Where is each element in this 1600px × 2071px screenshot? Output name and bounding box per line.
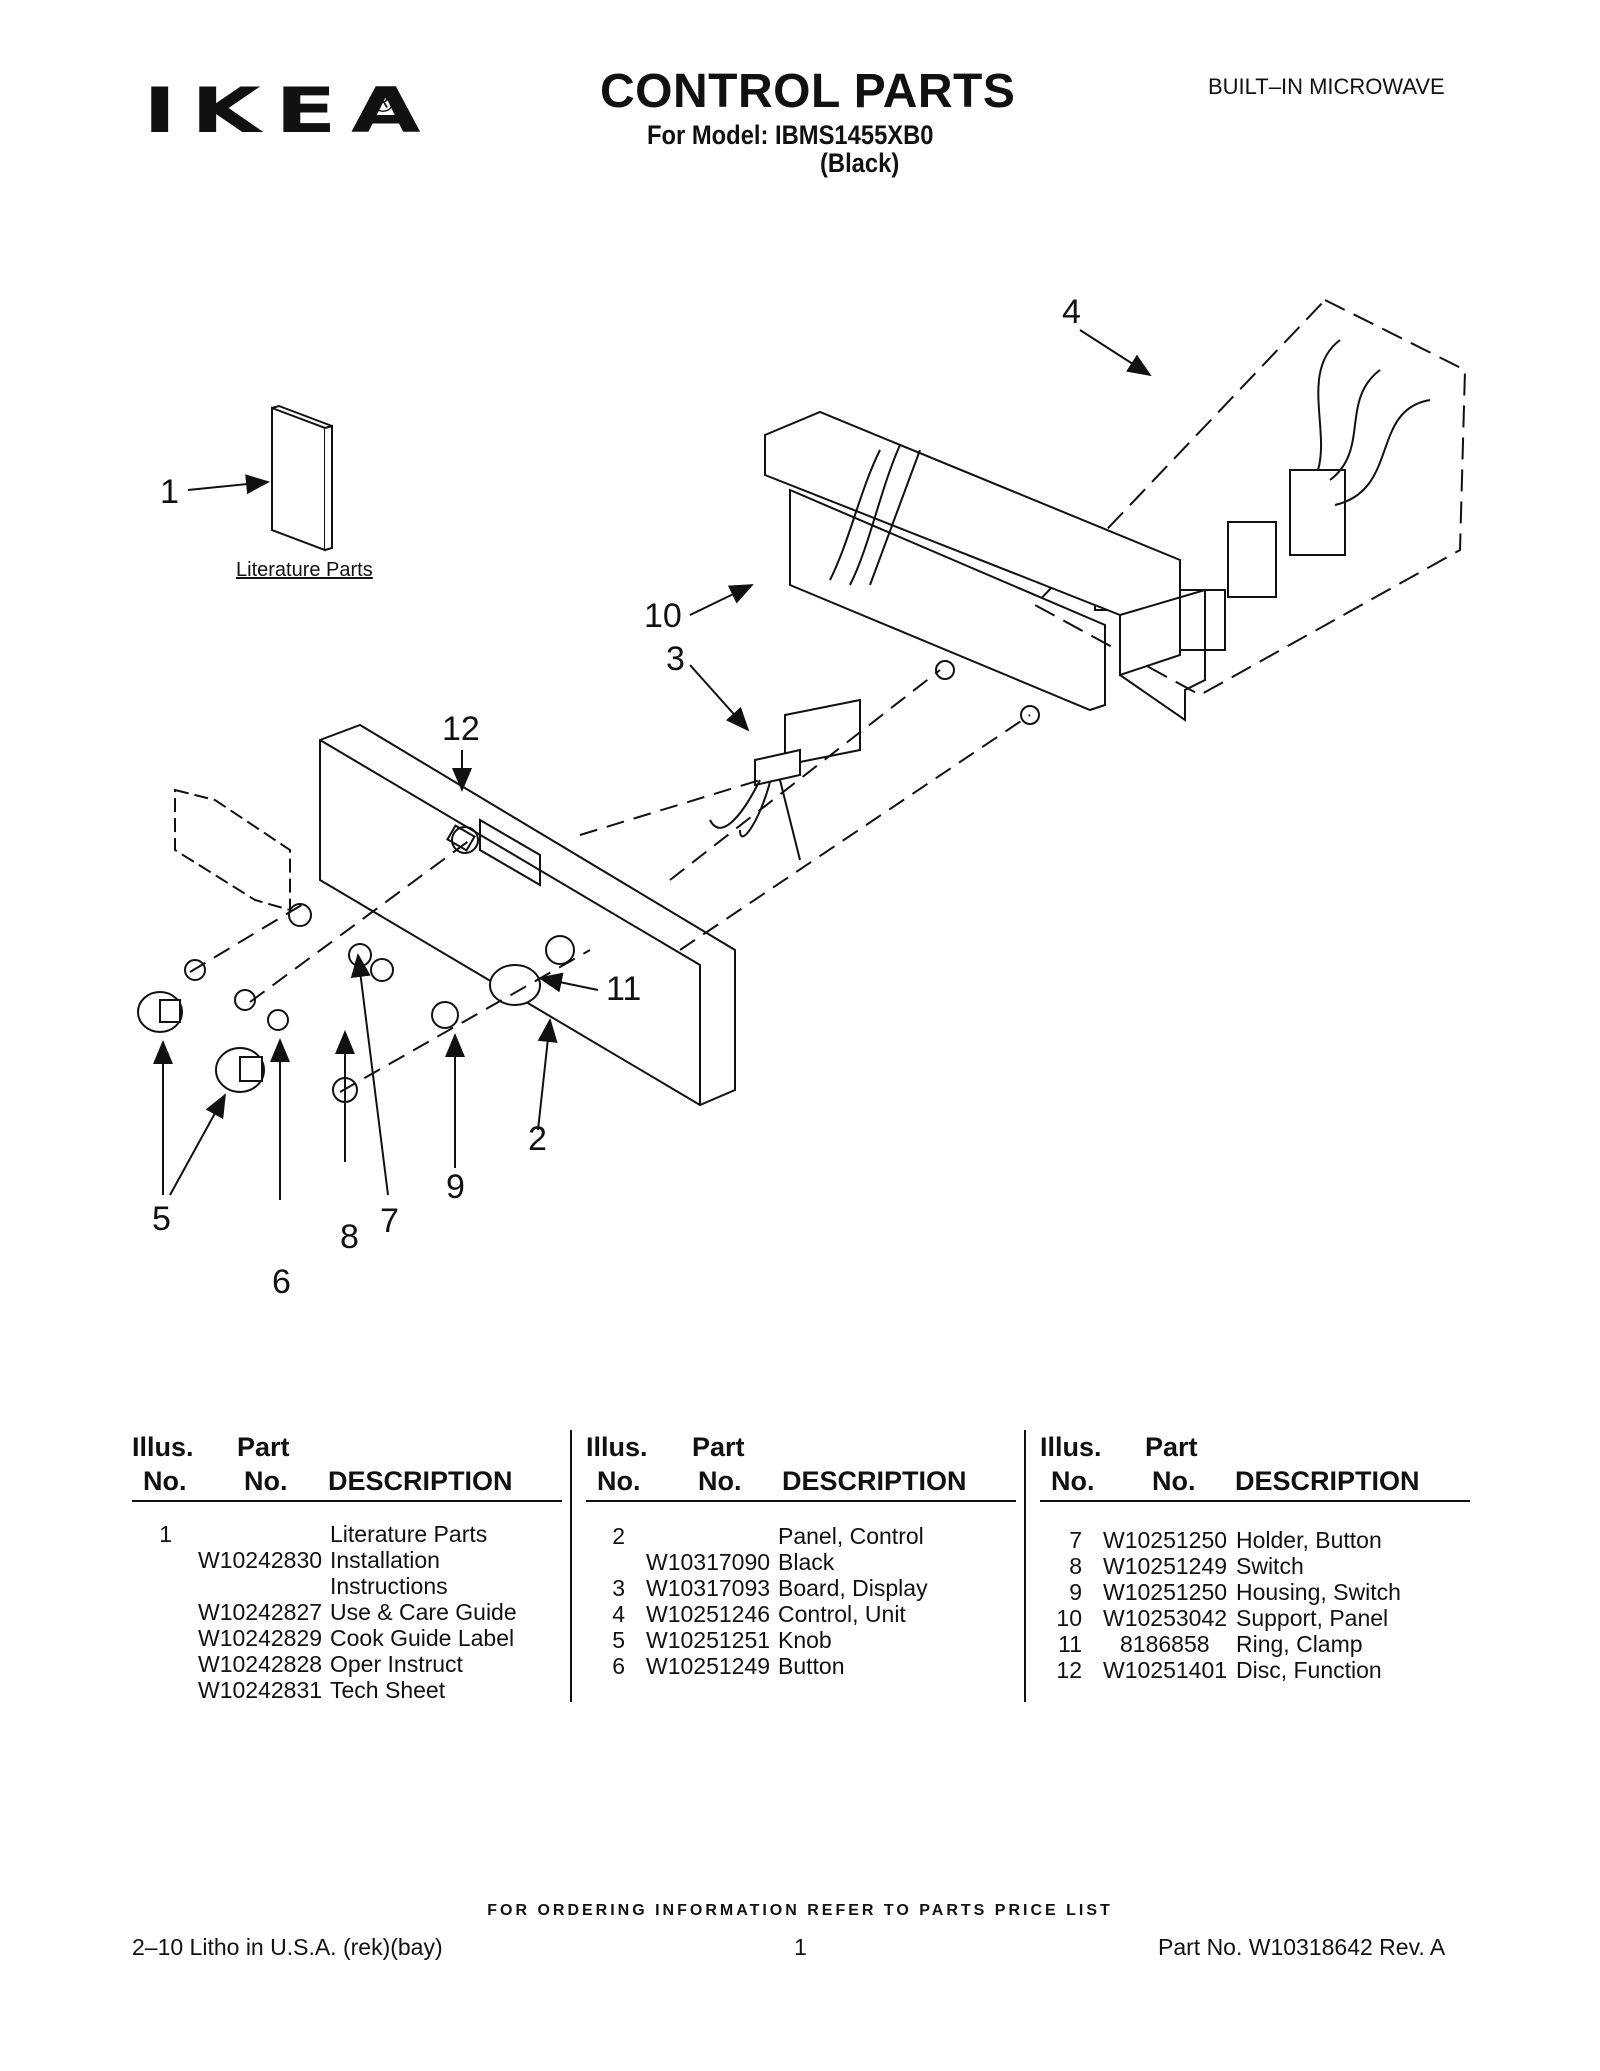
registered-mark: ®	[372, 86, 395, 119]
housing-9	[431, 1001, 459, 1029]
col1-description-header: DESCRIPTION	[328, 1466, 513, 1496]
exploded-parts-diagram: Literature Parts	[137, 293, 1467, 1301]
col3-description-header: DESCRIPTION	[1235, 1466, 1420, 1496]
callout-10: 10	[644, 597, 682, 635]
page-number: 1	[794, 1934, 807, 1960]
callout-1: 1	[160, 473, 179, 511]
col2-illus-header-2: No.	[597, 1466, 641, 1496]
col3-part-header-2: No.	[1152, 1466, 1196, 1496]
callout-12: 12	[442, 710, 480, 748]
callout-arrows	[153, 329, 1152, 1200]
model-line: For Model: IBMS1455XB0	[647, 120, 934, 150]
support-hole-a	[935, 660, 955, 680]
ordering-note: FOR ORDERING INFORMATION REFER TO PARTS …	[487, 1902, 1113, 1919]
display-board	[709, 698, 861, 861]
document-part-number: Part No. W10318642 Rev. A	[1158, 1934, 1446, 1960]
col2-description-header: DESCRIPTION	[782, 1466, 967, 1496]
callout-numbers: 1 2 3 4 5 6 7 8 9 10 11 12	[152, 293, 1081, 1301]
color-line: (Black)	[820, 148, 900, 178]
callout-9: 9	[446, 1168, 465, 1206]
callout-11: 11	[606, 970, 641, 1008]
col3-header-rule	[1040, 1500, 1470, 1502]
col2-illus-header-1: Illus.	[586, 1432, 648, 1462]
col3-illus-header-1: Illus.	[1040, 1432, 1102, 1462]
col1-part-header-2: No.	[244, 1466, 288, 1496]
knob-5b	[215, 1047, 265, 1093]
col1-illus-header-2: No.	[143, 1466, 187, 1496]
col2-part-header-2: No.	[698, 1466, 742, 1496]
literature-parts-label: Literature Parts	[236, 559, 373, 581]
holder-7a	[288, 903, 312, 927]
literature-booklet	[271, 404, 333, 552]
col1-illus-header-1: Illus.	[132, 1432, 194, 1462]
support-panel	[764, 410, 1206, 722]
knob-5	[137, 991, 183, 1033]
col1-header-rule	[132, 1500, 562, 1502]
callout-7: 7	[380, 1202, 399, 1240]
holder-7c	[370, 958, 394, 982]
control-unit-outline	[1033, 298, 1467, 697]
clamp-ring-11	[489, 964, 541, 1006]
litho-note: 2–10 Litho in U.S.A. (rek)(bay)	[132, 1934, 443, 1960]
callout-2: 2	[528, 1120, 547, 1158]
panel-hole-a	[451, 826, 479, 854]
col2-header-rule	[586, 1500, 1016, 1502]
button-6b	[234, 989, 256, 1011]
page-title: CONTROL PARTS	[600, 65, 1016, 118]
button-6c	[267, 1009, 289, 1031]
control-panel	[319, 723, 736, 1107]
col3-part-header-1: Part	[1145, 1432, 1198, 1462]
function-disc	[174, 788, 291, 912]
holder-7b	[348, 943, 372, 967]
col3-illus-header-2: No.	[1051, 1466, 1095, 1496]
support-hole-b	[1020, 705, 1040, 725]
callout-5: 5	[152, 1200, 171, 1238]
product-type: BUILT–IN MICROWAVE	[1208, 74, 1445, 99]
column-divider-1	[570, 1430, 572, 1702]
col2-part-header-1: Part	[692, 1432, 745, 1462]
callout-4: 4	[1062, 293, 1081, 331]
column-divider-2	[1024, 1430, 1026, 1702]
callout-3: 3	[666, 640, 685, 678]
callout-6: 6	[272, 1263, 291, 1301]
col1-part-header-1: Part	[237, 1432, 290, 1462]
callout-8: 8	[340, 1218, 359, 1256]
panel-hole-b	[545, 935, 575, 965]
ikea-logo: IKEA	[143, 74, 436, 147]
